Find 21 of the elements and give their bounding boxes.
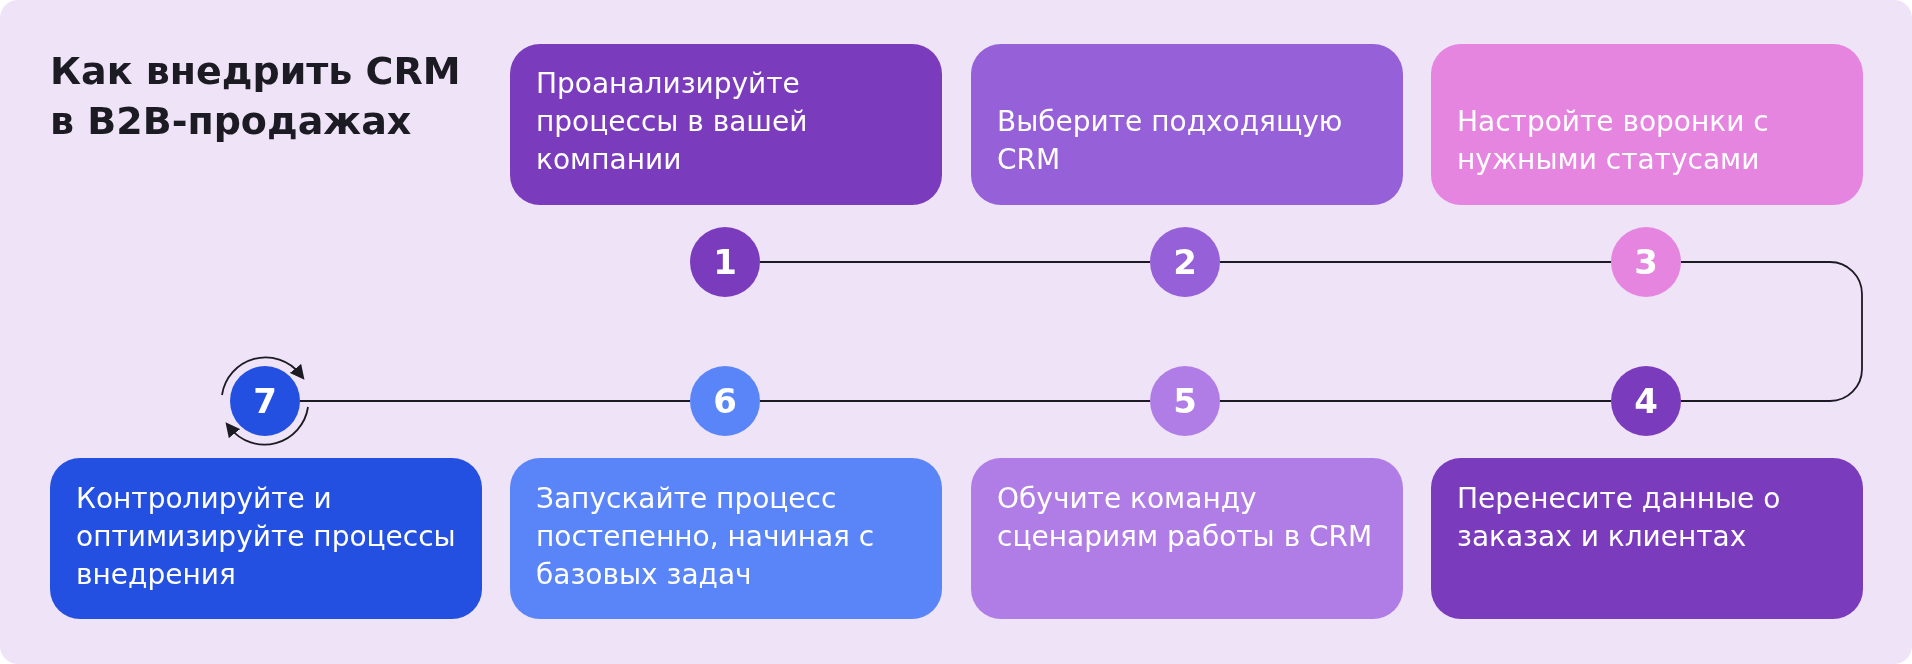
step-text: Контролируйте и оптимизируйте процессы внедрения <box>76 481 457 593</box>
step-text: Проанализируйте процессы в вашей компании <box>536 66 809 178</box>
connector-line <box>299 400 691 402</box>
connector-line <box>759 261 1151 263</box>
step-card <box>1431 458 1863 619</box>
step-card <box>971 44 1403 205</box>
connector-line <box>1219 400 1612 402</box>
step-text: Запускайте процесс постепенно, начиная с базовых задач <box>536 481 876 593</box>
step-card <box>50 458 482 619</box>
diagram-title: Как внедрить CRM в B2B-продажах <box>50 48 462 145</box>
step-card <box>510 44 942 205</box>
step-card <box>1431 44 1863 205</box>
step-text: Обучите команду сценариям работы в CRM <box>997 481 1374 555</box>
step-card <box>510 458 942 619</box>
connector-line <box>759 400 1151 402</box>
connector-line <box>1680 261 1863 402</box>
connector-line <box>1219 261 1612 263</box>
step-card <box>971 458 1403 619</box>
step-text: Настройте воронки с нужными статусами <box>1457 104 1770 178</box>
step-text: Перенесите данные о заказах и клиентах <box>1457 481 1782 555</box>
step-text: Выберите подходящую CRM <box>997 104 1344 178</box>
